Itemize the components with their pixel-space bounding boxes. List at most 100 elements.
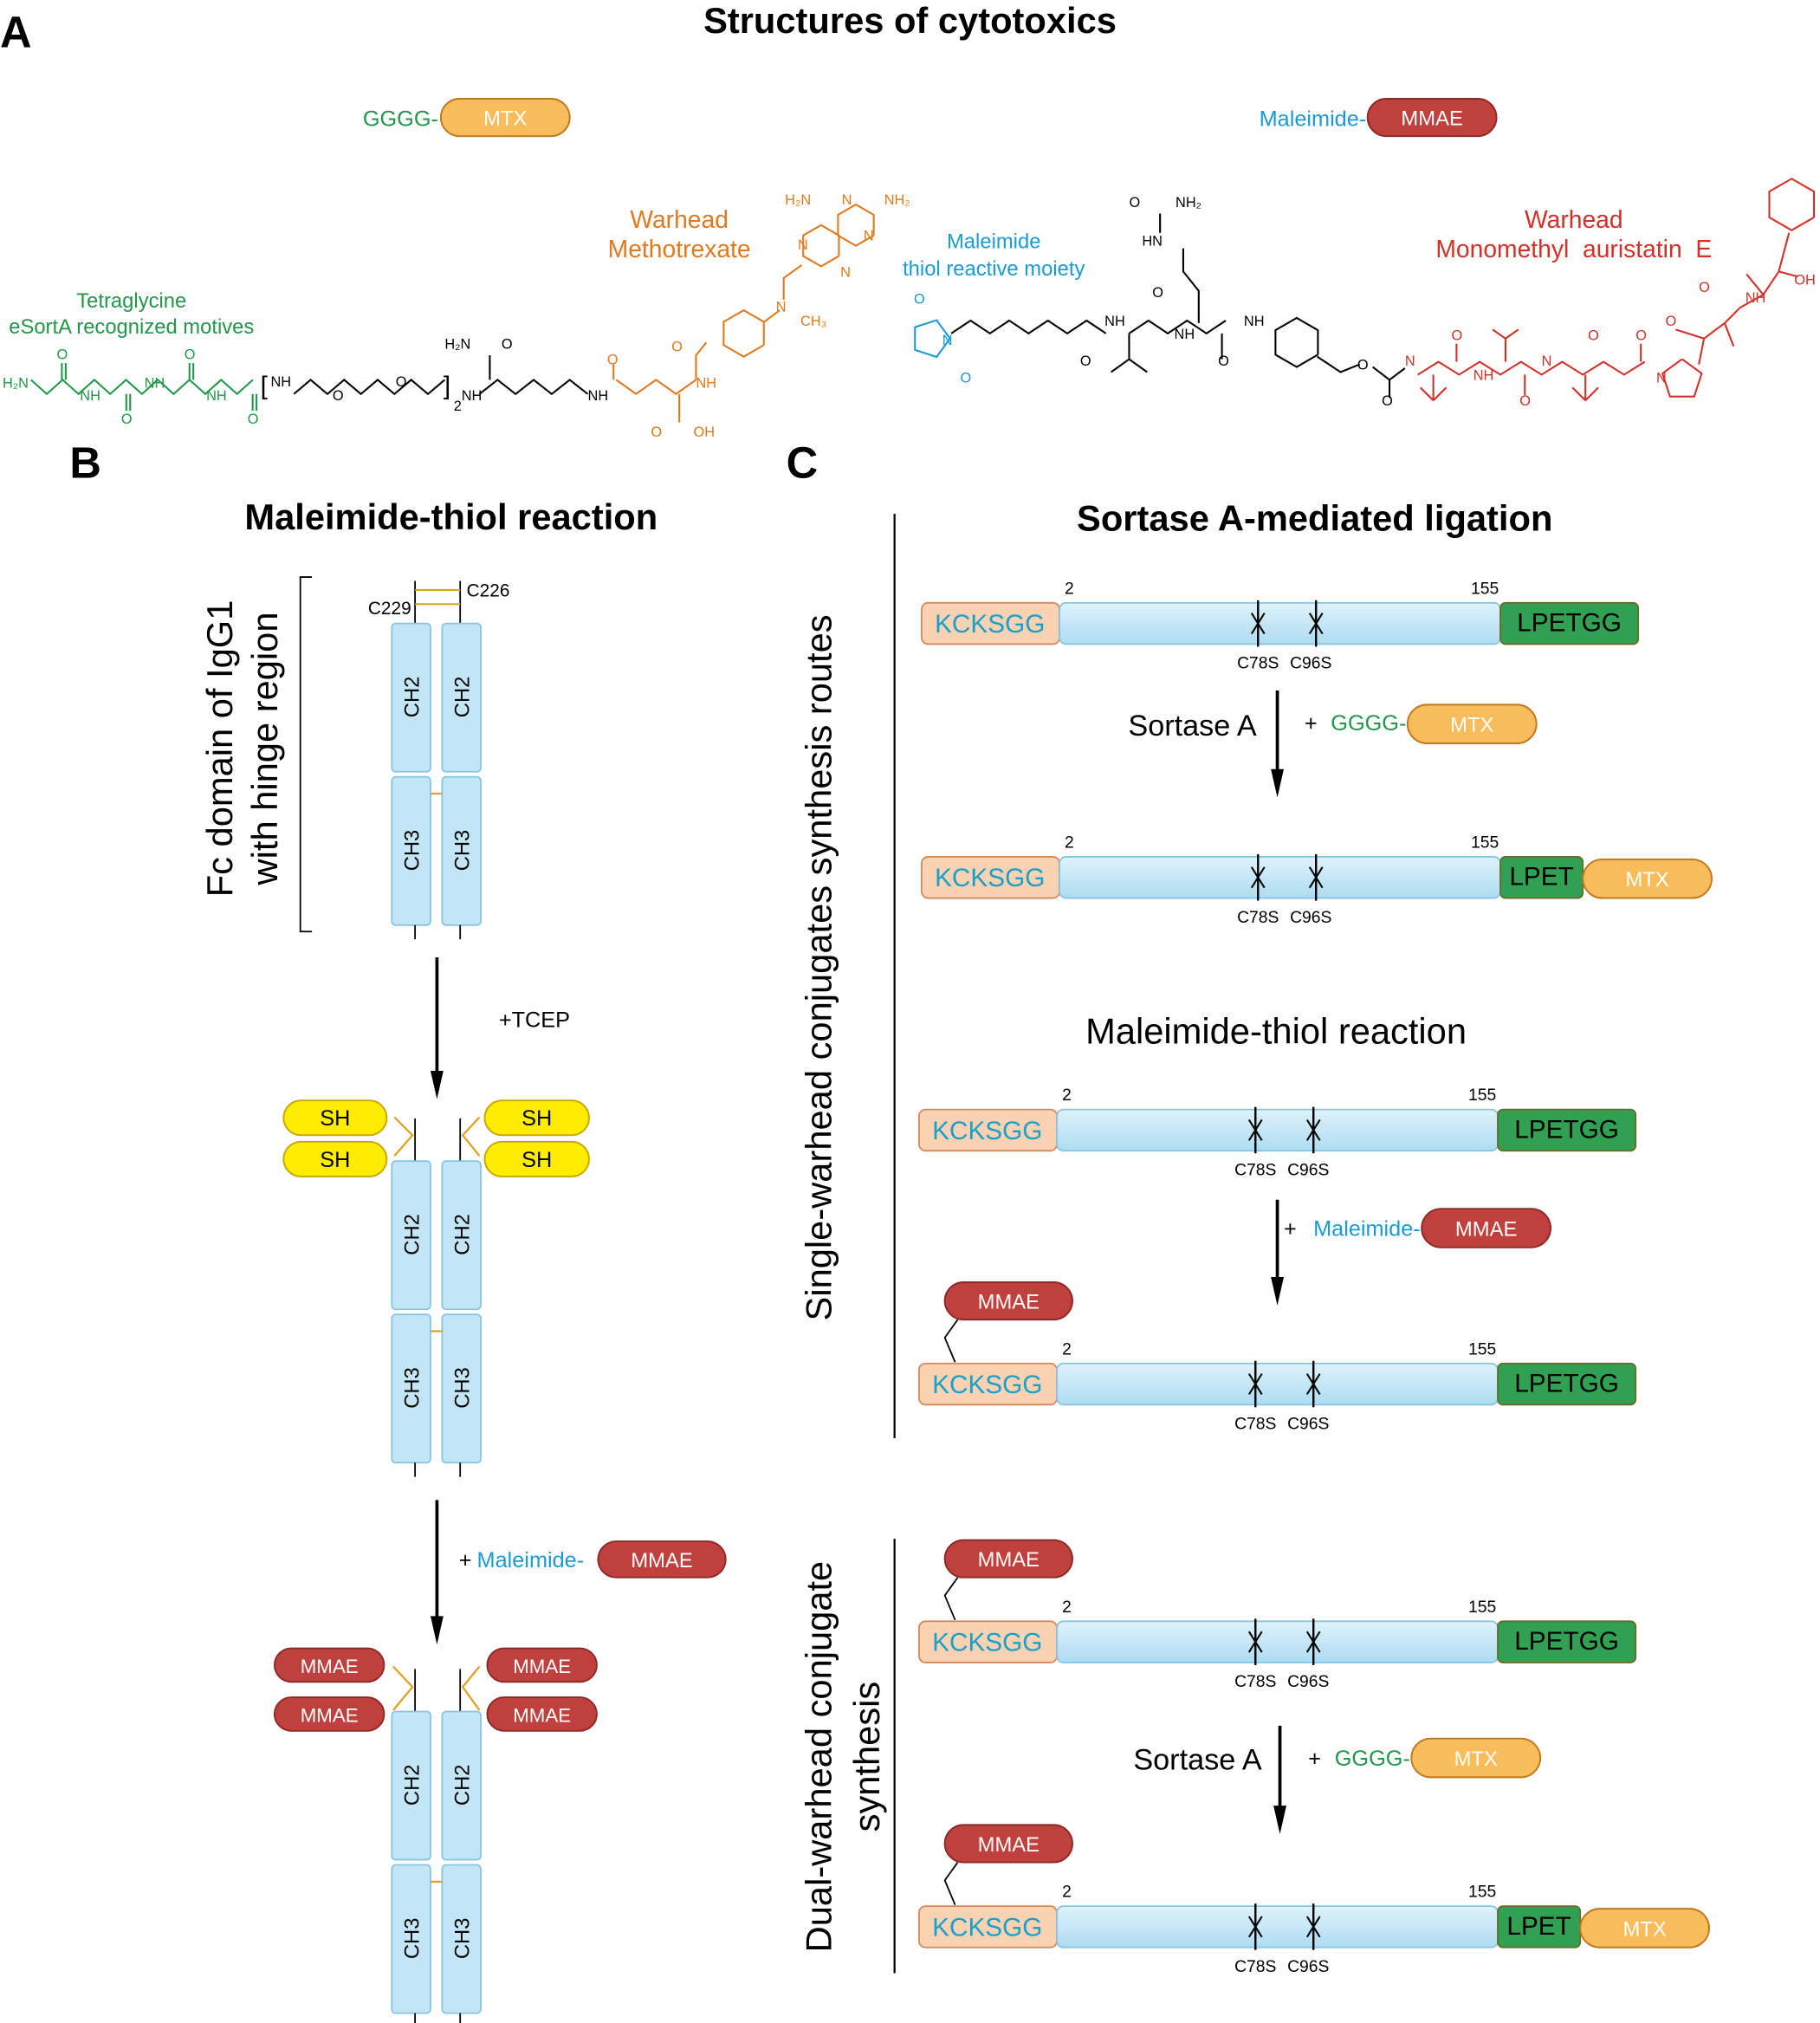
peg-linker-backbone — [293, 379, 446, 396]
pteridine-ring — [837, 203, 875, 247]
n-term-label: KCKSGG — [935, 610, 1045, 639]
atom-label: [ — [261, 372, 269, 400]
sh-pill: SH — [282, 1099, 388, 1137]
residue-start: 2 — [1062, 1883, 1072, 1902]
thiol-link — [461, 1116, 481, 1157]
atom-label: O — [914, 292, 925, 308]
atom-label: 2 — [454, 399, 462, 414]
mmae-payload-pill: MMAE — [486, 1696, 598, 1732]
domain-label: CH2 — [401, 677, 424, 718]
mmae-link — [392, 1665, 414, 1711]
mtx-warhead-label: Warhead Methotrexate — [608, 205, 751, 263]
atom-label: N — [1405, 353, 1415, 369]
bond — [1111, 333, 1130, 373]
mutation-cross — [1305, 1373, 1321, 1395]
val-cit-backbone — [1128, 319, 1227, 335]
mutation-label: C78S — [1234, 1415, 1276, 1434]
mmae-payload-pill: MMAE — [943, 1824, 1073, 1864]
atom-label: N — [1542, 353, 1552, 369]
protein-domain — [1059, 601, 1501, 645]
phenyl-ring — [1768, 178, 1816, 231]
sh-pill-label: SH — [521, 1148, 552, 1172]
mutation-cross — [1250, 866, 1266, 889]
maleimide-arrow — [430, 1500, 444, 1645]
mtx-payload-pill-label: MTX — [1623, 1917, 1667, 1941]
mmae-reagent-pill: MMAE — [1421, 1208, 1551, 1248]
mmae-payload-pill-label: MMAE — [513, 1656, 571, 1677]
atom-label: NH — [80, 388, 100, 404]
mtx-reagent-pill-label: MTX — [1450, 714, 1493, 737]
protein-domain — [1056, 1108, 1499, 1152]
pteridine-ring — [802, 224, 840, 268]
c-term-label: LPETGG — [1514, 1627, 1619, 1656]
atom-label: N — [864, 229, 874, 244]
cys-label-c229: C229 — [368, 599, 411, 619]
mtx-legend-pill-shape — [439, 98, 571, 138]
sh-pill-shape — [282, 1099, 388, 1137]
plus-sign: + — [1308, 1747, 1321, 1771]
mtx-legend-pill-label: MTX — [483, 107, 527, 131]
mmae-payload-pill-label: MMAE — [978, 1833, 1040, 1857]
mmae-linker — [943, 1862, 959, 1906]
residue-end: 155 — [1468, 1598, 1496, 1617]
atom-label: O — [396, 374, 407, 390]
atom-label: N — [798, 237, 808, 253]
mmae-legend-pill: MMAE — [1366, 98, 1498, 138]
mmae-payload-pill: MMAE — [943, 1539, 1073, 1579]
tetraglycine-label: Tetraglycine eSortA recognized motives — [9, 289, 254, 339]
domain-label: CH2 — [401, 1764, 424, 1806]
mmae-reagent-pill-shape — [1421, 1208, 1551, 1248]
label-line: Monomethyl auristatin E — [1435, 235, 1712, 263]
mmae-legend-pill-label: MMAE — [1401, 107, 1462, 131]
atom-label: O — [1451, 327, 1462, 343]
domain-ch2 — [391, 1160, 431, 1311]
mmae-payload-pill-label: MMAE — [978, 1290, 1040, 1313]
c-term-label: LPETGG — [1514, 1369, 1619, 1397]
sh-pill: SH — [483, 1099, 590, 1137]
mmae-reagent-pill-label: MMAE — [631, 1549, 692, 1572]
residue-start: 2 — [1062, 1086, 1072, 1105]
mmae-reagent-pill-label: MMAE — [1455, 1217, 1517, 1241]
atom-label: O — [1152, 285, 1163, 301]
maleimide-label: Maleimide thiol reactive moiety — [903, 230, 1085, 281]
mmae-payload-pill-label: MMAE — [301, 1704, 359, 1726]
atom-label: N — [842, 192, 852, 208]
maleimide-prefix: Maleimide- — [1260, 107, 1367, 131]
atom-label: N — [776, 300, 787, 315]
cys-label-c226: C226 — [467, 580, 510, 600]
mtx-reagent-pill: MTX — [1410, 1737, 1542, 1779]
atom-label: NH — [145, 375, 165, 391]
mtx-legend-pill: MTX — [439, 98, 571, 138]
label-line: Methotrexate — [608, 235, 751, 263]
atom-label: NH — [1175, 327, 1195, 342]
panel-label-b: B — [69, 438, 101, 487]
atom-label: O — [1357, 357, 1369, 373]
residue-end: 155 — [1471, 833, 1499, 853]
mtx-payload-pill-label: MTX — [1625, 868, 1668, 892]
atom-label: H₂N — [3, 375, 29, 391]
mtx-payload-pill-shape — [1579, 1908, 1711, 1948]
c-term-tag — [1499, 601, 1640, 645]
panel-a-title: Structures of cytotoxics — [703, 0, 1117, 41]
atom-label: O — [1382, 393, 1393, 409]
atom-label: O — [671, 340, 683, 355]
domain-ch2 — [391, 622, 431, 773]
plus-sign: + — [459, 1548, 472, 1572]
domain-ch2 — [441, 622, 482, 773]
atom-label: NH₂ — [1176, 195, 1201, 211]
protein-domain — [1056, 1620, 1499, 1663]
domain-label: CH3 — [451, 1367, 475, 1409]
bond — [1723, 322, 1735, 347]
mutation-label: C96S — [1287, 1415, 1329, 1434]
bond — [1492, 328, 1506, 340]
atom-label: NH — [1746, 290, 1766, 306]
mtx-reagent-pill-shape — [1410, 1737, 1542, 1779]
c-term-label: LPETGG — [1517, 609, 1622, 638]
n-term-label: KCKSGG — [932, 1371, 1042, 1399]
mmae-backbone — [1417, 360, 1646, 376]
domain-label: CH2 — [451, 1214, 475, 1255]
